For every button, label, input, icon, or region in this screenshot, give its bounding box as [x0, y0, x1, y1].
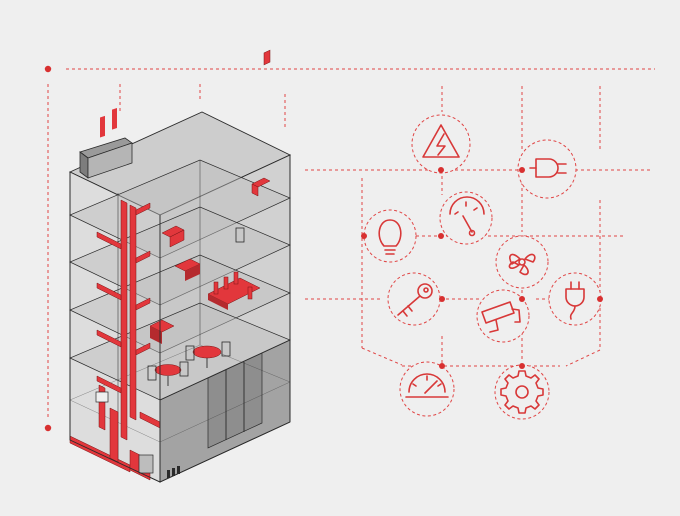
furniture-second-floor [174, 258, 261, 310]
system-icon-light-bulb [361, 209, 417, 263]
utility-risers [69, 199, 161, 481]
system-icon-settings-gear [494, 363, 550, 420]
security-camera-icon [481, 301, 521, 333]
rooftop-unit [79, 107, 133, 179]
high-voltage-icon [422, 124, 460, 158]
ventilation-fan-icon [508, 253, 536, 276]
furniture-top-floor [161, 49, 271, 248]
system-icon-security-camera [476, 289, 530, 343]
ground-floor-elements [95, 391, 180, 478]
system-icon-access-key [387, 272, 445, 326]
pressure-gauge-icon [449, 196, 485, 237]
building-edges [69, 155, 291, 483]
system-icon-speed-meter [399, 361, 455, 417]
power-plug-icon [529, 158, 567, 178]
building-illustration [68, 49, 292, 483]
light-bulb-icon [378, 219, 402, 255]
system-icon-power-plug [517, 139, 577, 199]
settings-gear-icon [500, 370, 544, 414]
speed-meter-icon [405, 373, 449, 398]
system-icon-ventilation-fan [495, 235, 549, 289]
frame-dot-bottom [44, 424, 52, 432]
furniture-third-floor [147, 319, 231, 386]
frame-lines [44, 65, 655, 432]
socket-plug-icon [565, 281, 585, 320]
system-icon-socket-plug [548, 272, 603, 326]
frame-dot-top [44, 65, 52, 73]
system-icon-pressure-gauge [438, 191, 493, 245]
access-key-icon [397, 283, 433, 317]
system-icon-high-voltage [411, 114, 471, 174]
